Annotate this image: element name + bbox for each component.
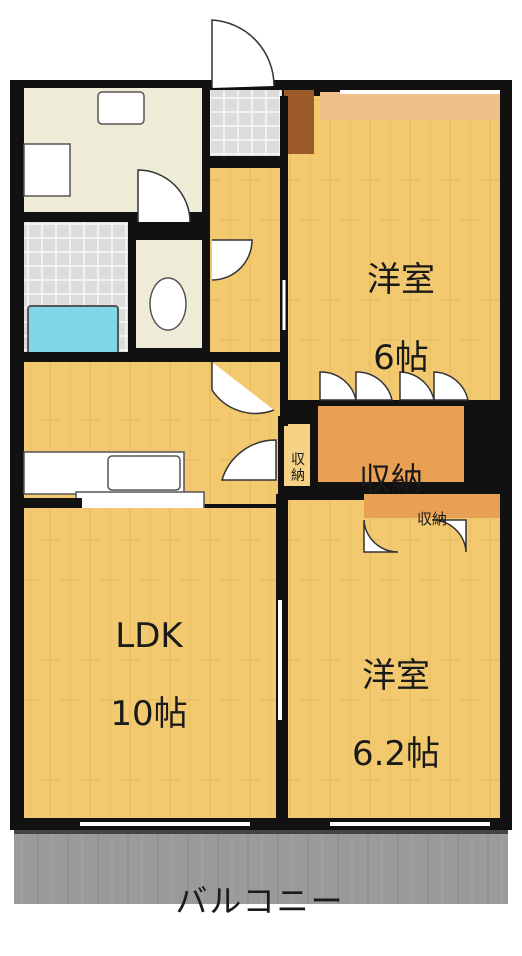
floor-plan-drawing — [10, 19, 512, 904]
storage-narrow-floor — [284, 424, 312, 494]
western-room-1-window-sill — [320, 92, 500, 120]
storage-main-name: 収納 — [358, 459, 423, 498]
western-room-2-floor — [288, 500, 500, 818]
western-room-1-label: 洋室 6帖 — [336, 222, 466, 417]
ldk-floor — [24, 508, 278, 818]
entrance-tiles — [208, 90, 282, 156]
storage-main-floor — [318, 406, 464, 482]
storage-narrow-label: 収 納 — [284, 436, 312, 500]
ldk-size: 10帖 — [110, 694, 188, 735]
western-room-1-size: 6帖 — [373, 338, 429, 379]
western-room-1-name: 洋室 — [367, 260, 435, 301]
storage-small-top-label: 収納 — [364, 494, 500, 546]
storage-small-top-floor — [364, 492, 500, 518]
ldk-label: LDK 10帖 — [84, 578, 214, 773]
storage-main-label: 収納 — [318, 424, 464, 534]
western-room-2-size: 6.2帖 — [351, 734, 441, 775]
storage-narrow-name: 収 納 — [291, 452, 305, 485]
ldk-name: LDK — [115, 616, 183, 657]
washbasin — [97, 91, 145, 125]
washer-space — [23, 143, 71, 197]
western-room-1-floor — [288, 96, 500, 404]
western-room-2-name: 洋室 — [362, 656, 430, 697]
balcony-label: バルコニー — [100, 846, 420, 956]
balcony-floor — [14, 832, 508, 904]
western-room-2-label: 洋室 6.2帖 — [326, 618, 466, 813]
storage-small-top-name: 収納 — [416, 510, 447, 529]
bathtub — [27, 305, 119, 361]
balcony-name: バルコニー — [175, 881, 345, 920]
shoe-cabinet — [284, 90, 314, 154]
floor-plan: 洋室 6帖 収納 収納 収 納 LDK 10帖 洋室 6.2帖 バルコニー — [10, 19, 512, 919]
kitchen-sink — [107, 455, 181, 491]
toilet-bowl — [149, 277, 187, 331]
